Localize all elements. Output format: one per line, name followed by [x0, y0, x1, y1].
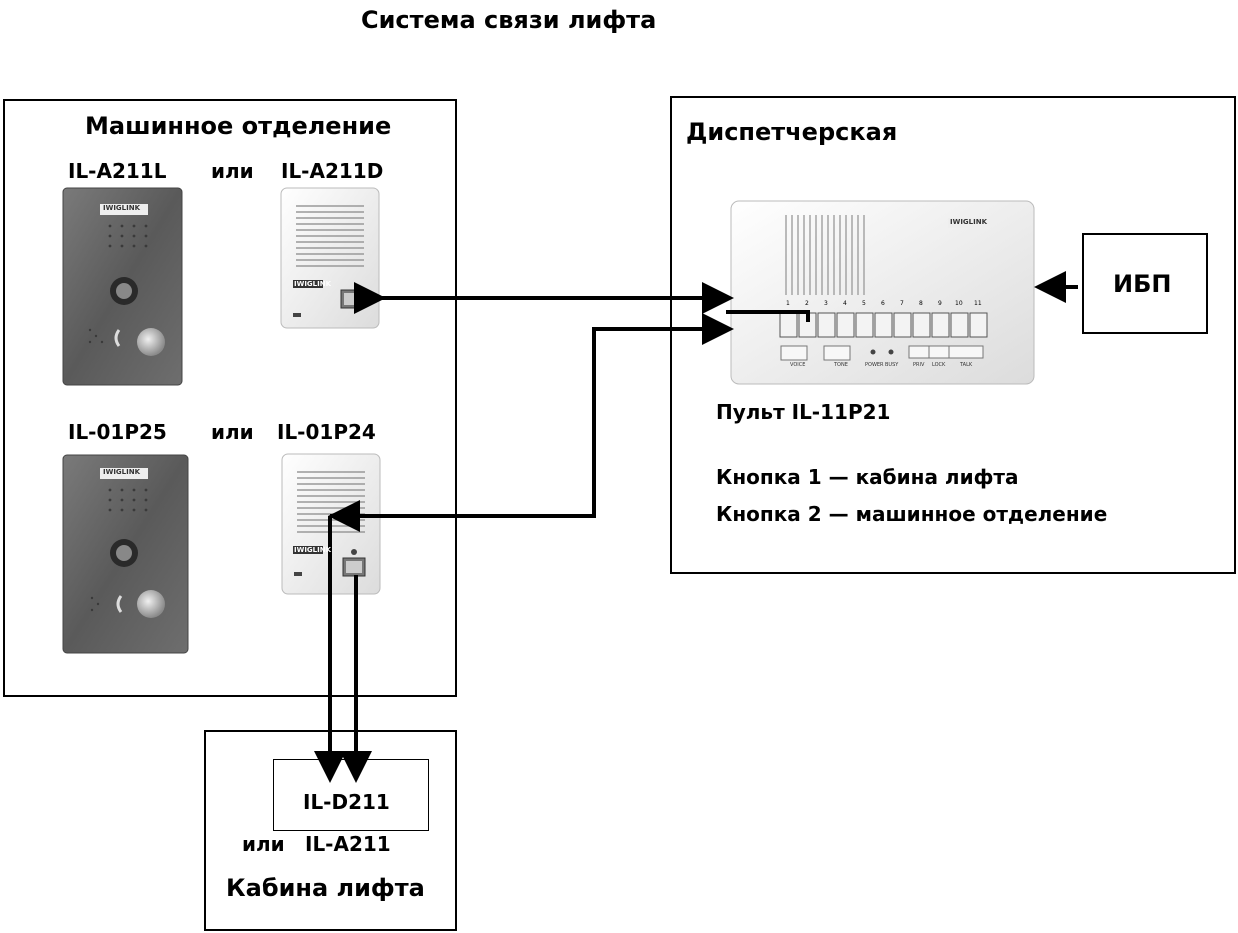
- brand-label-console: IWIGLINK: [950, 218, 988, 226]
- label-voice: VOICE: [790, 362, 806, 368]
- key-number: 9: [938, 300, 942, 307]
- ups-box: [1082, 233, 1208, 334]
- label-talk: TALK: [960, 362, 973, 368]
- metal-panel-top: [62, 187, 183, 386]
- dispatch-box: [670, 96, 1236, 574]
- key-number: 5: [862, 300, 866, 307]
- model-il-01p25: IL-01P25: [68, 420, 167, 444]
- label-priv: PRIV: [913, 362, 925, 368]
- key-number: 7: [900, 300, 904, 307]
- key-number: 2: [805, 300, 809, 307]
- key-number: 10: [955, 300, 963, 307]
- key-number: 11: [974, 300, 982, 307]
- brand-label-panel-top: IWIGLINK: [103, 204, 141, 212]
- brand-label-panel-bottom: IWIGLINK: [103, 468, 141, 476]
- label-lock: LOCK: [932, 362, 946, 368]
- model-il-d211: IL-D211: [303, 790, 390, 814]
- or-label-bottom: или: [211, 420, 254, 444]
- connection-lines: [314, 271, 1078, 783]
- label-busy: BUSY: [885, 362, 899, 368]
- model-il-a211d: IL-A211D: [281, 159, 384, 183]
- dispatch-console: [730, 200, 1035, 385]
- page-title: Система связи лифта: [361, 6, 657, 34]
- key-number: 6: [881, 300, 885, 307]
- dispatch-heading: Диспетчерская: [686, 118, 898, 146]
- model-il-01p24: IL-01P24: [277, 420, 376, 444]
- model-il-a211l: IL-A211L: [68, 159, 167, 183]
- key-number: 1: [786, 300, 790, 307]
- key-number: 4: [843, 300, 847, 307]
- brand-label-intercom-bottom: IWIGLINK: [294, 546, 332, 554]
- label-power: POWER: [865, 362, 884, 368]
- or-label-top: или: [211, 159, 254, 183]
- machine-room-box: [3, 99, 457, 697]
- button2-note: Кнопка 2 — машинное отделение: [716, 502, 1108, 526]
- ups-label: ИБП: [1113, 270, 1172, 298]
- cabin-or-label: или: [242, 832, 285, 856]
- model-il-a211: IL-A211: [305, 832, 391, 856]
- key-number: 8: [919, 300, 923, 307]
- button1-note: Кнопка 1 — кабина лифта: [716, 465, 1019, 489]
- brand-label-intercom-top: IWIGLINK: [294, 280, 332, 288]
- machine-room-heading: Машинное отделение: [85, 112, 392, 140]
- cabin-heading: Кабина лифта: [226, 874, 425, 902]
- metal-panel-bottom: [62, 454, 189, 654]
- console-label: Пульт IL-11P21: [716, 400, 891, 424]
- white-intercom-top: [280, 187, 380, 329]
- key-number: 3: [824, 300, 828, 307]
- label-tone: TONE: [834, 362, 848, 368]
